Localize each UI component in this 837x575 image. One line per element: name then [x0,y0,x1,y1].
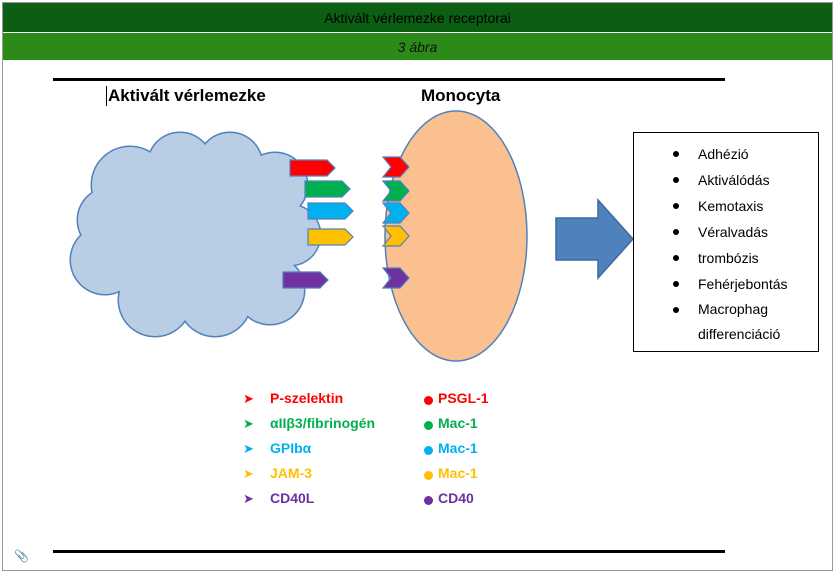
bullet-icon [673,307,679,313]
subtitle-bar: 3 ábra [3,33,832,60]
text-cursor [106,86,107,106]
legend-receptor: CD40L [270,490,315,506]
outcome-item: Kemotaxis [634,193,818,219]
arrowhead-bullet-icon: ➤ [243,416,254,431]
ligand-chevron-mac1-b [381,202,410,224]
paperclip-icon[interactable]: 📎 [14,549,29,563]
legend-ligand: CD40 [438,490,474,506]
bullet-icon [673,229,679,235]
arrowhead-bullet-icon: ➤ [243,466,254,481]
monocyte-cell [384,110,528,362]
receptor-arrow-jam3 [307,228,354,246]
arrowhead-bullet-icon: ➤ [243,491,254,506]
figure-caption: 3 ábra [397,38,438,55]
legend-receptor: GPIbα [270,440,312,456]
legend-dot-icon [424,446,433,455]
bullet-icon [673,255,679,261]
receptor-arrow-p-selectin [289,159,336,177]
outcome-item: Véralvadás [634,219,818,245]
outcome-item: Fehérjebontás [634,271,818,297]
ligand-chevron-psgl1 [381,156,410,178]
legend-ligand: Mac-1 [438,440,478,456]
outcomes-box: Adhézió Aktiválódás Kemotaxis Véralvadás… [633,132,819,352]
ligand-chevron-mac1-a [381,180,410,202]
legend-dot-icon [424,396,433,405]
bullet-icon [673,203,679,209]
legend-ligand: PSGL-1 [438,390,489,406]
platelet-receptors [282,159,354,289]
ligand-chevron-mac1-c [381,225,410,247]
legend-ligand: Mac-1 [438,415,478,431]
legend-receptor: αIIβ3/fibrinogén [270,415,376,431]
legend-dot-icon [424,421,433,430]
top-rule [53,78,725,81]
outcome-item-continuation: differenciáció [698,326,781,342]
outcome-item: trombózis [634,245,818,271]
bullet-icon [673,177,679,183]
arrowhead-bullet-icon: ➤ [243,391,254,406]
arrowhead-bullet-icon: ➤ [243,441,254,456]
platelet-heading: Aktivált vérlemezke [108,86,266,105]
legend-receptor: JAM-3 [270,465,313,481]
bullet-icon [673,151,679,157]
legend-ligand: Mac-1 [438,465,478,481]
legend-dot-icon [424,471,433,480]
outcome-item: Aktiválódás [634,167,818,193]
monocyte-heading: Monocyta [421,86,501,105]
legend-dot-icon [424,496,433,505]
page-title: Aktivált vérlemezke receptorai [324,9,511,26]
platelet-cloud [69,131,322,338]
bullet-icon [673,281,679,287]
legend-receptor: P-szelektin [270,390,344,406]
ligand-chevron-cd40 [381,267,410,289]
bottom-rule [53,550,725,553]
monocyte-ligands [381,156,410,289]
result-arrow [555,198,635,280]
receptor-arrow-cd40l [282,271,329,289]
receptor-arrow-gpiba [307,202,354,220]
receptor-arrow-aiib3 [304,180,351,198]
title-bar: Aktivált vérlemezke receptorai [3,3,832,32]
outcome-item: Adhézió [634,141,818,167]
outcome-item: Macrophag [634,297,818,322]
